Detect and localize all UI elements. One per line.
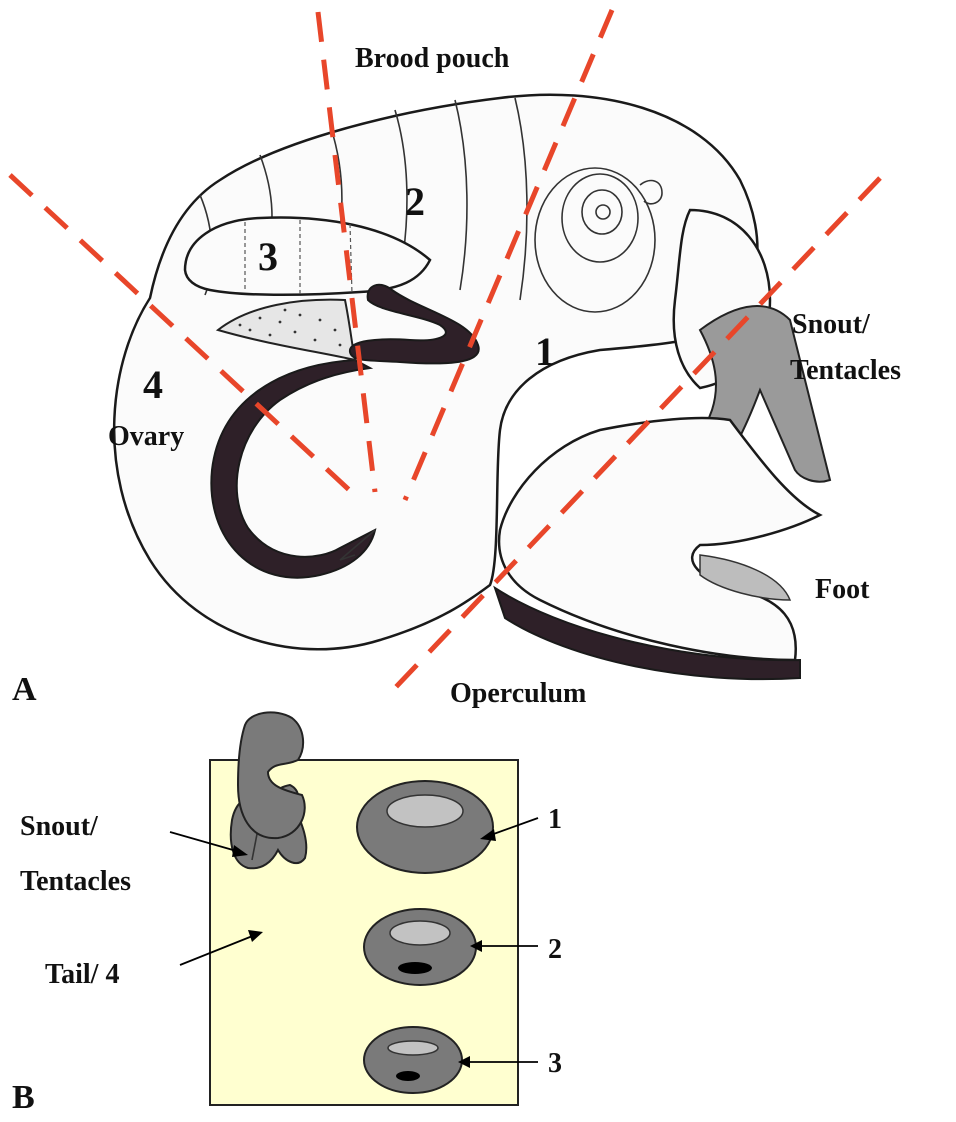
- panel-b: Snout/ Tentacles Tail/ 4 1 2 3 B: [12, 712, 562, 1116]
- section-2-dark-spot: [398, 962, 432, 974]
- segment-2-label: 2: [405, 179, 425, 224]
- ovary-label: Ovary: [108, 421, 184, 452]
- section-3-shape: [364, 1027, 462, 1093]
- section-3-dark-spot: [396, 1071, 420, 1081]
- section-3-lumen: [388, 1041, 438, 1055]
- b-section-3-label: 3: [548, 1048, 562, 1079]
- panel-b-letter: B: [12, 1079, 35, 1116]
- brood-pouch-label: Brood pouch: [355, 43, 510, 74]
- snout-label-line2: Tentacles: [790, 355, 901, 386]
- b-section-1-label: 1: [548, 804, 562, 835]
- b-snout-label-line2: Tentacles: [20, 866, 131, 897]
- section-1-lumen: [387, 795, 463, 827]
- snout-label-line1: Snout/: [792, 309, 871, 340]
- section-2-lumen: [390, 921, 450, 945]
- segment-3-label: 3: [258, 234, 278, 279]
- b-section-2-label: 2: [548, 934, 562, 965]
- panel-a-drawing: [114, 95, 830, 679]
- operculum-label: Operculum: [450, 678, 586, 709]
- panel-a-letter: A: [12, 671, 37, 708]
- b-snout-label-line1: Snout/: [20, 811, 99, 842]
- segment-4-label: 4: [143, 362, 163, 407]
- segment-1-label: 1: [535, 329, 555, 374]
- foot-label: Foot: [815, 574, 870, 605]
- b-tail-label: Tail/ 4: [45, 959, 119, 990]
